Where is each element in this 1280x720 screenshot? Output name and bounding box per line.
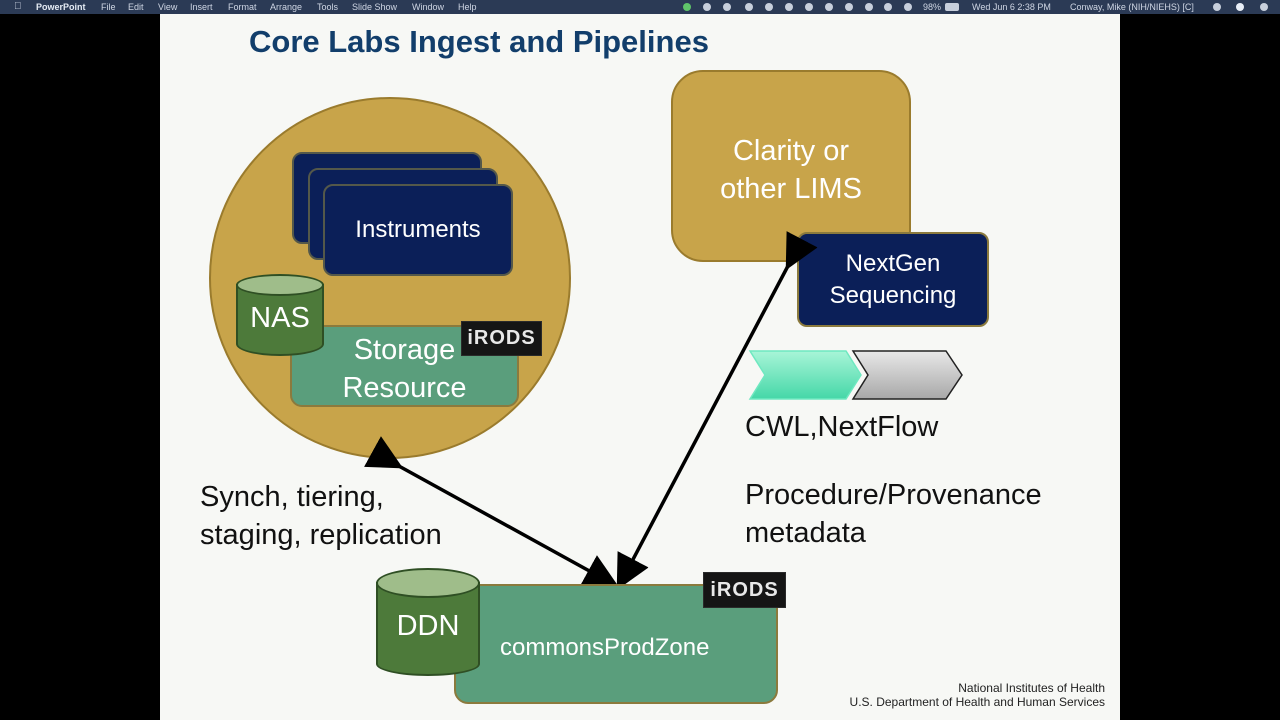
checkmark-icon[interactable]: [683, 3, 691, 11]
footer-line1: National Institutes of Health: [958, 681, 1105, 695]
menu-slide-show[interactable]: Slide Show: [352, 2, 398, 12]
clock[interactable]: Wed Jun 6 2:38 PM: [972, 2, 1051, 12]
battery-percent: 98%: [923, 2, 942, 12]
menu-view[interactable]: View: [158, 2, 178, 12]
metadata-label-line2: metadata: [745, 517, 866, 549]
shield-icon[interactable]: [825, 3, 833, 11]
apple-icon[interactable]: : [14, 0, 22, 14]
mac-menu-bar:  PowerPoint File Edit View Insert Forma…: [0, 0, 1280, 14]
wifi-icon[interactable]: [884, 3, 892, 11]
status-icon-4[interactable]: [765, 3, 773, 11]
diagram-connectors: [364, 231, 963, 591]
menu-tools[interactable]: Tools: [317, 2, 339, 12]
workflow-label: CWL,NextFlow: [745, 411, 939, 443]
ngs-label-line1: NextGen: [845, 250, 941, 277]
user-name[interactable]: Conway, Mike (NIH/NIEHS) [C]: [1070, 2, 1194, 12]
status-icon-5[interactable]: [785, 3, 793, 11]
ddn-cylinder: DDN: [376, 568, 480, 676]
storage-resource-box: Storage Resource: [290, 325, 519, 407]
status-icon-6[interactable]: [805, 3, 813, 11]
footer-line2: U.S. Department of Health and Human Serv…: [849, 695, 1105, 709]
ddn-label: DDN: [396, 610, 460, 642]
nextgen-sequencing-box: NextGen Sequencing: [797, 232, 989, 327]
battery-icon[interactable]: [945, 3, 959, 11]
instruments-box: Instruments: [323, 184, 513, 276]
workflow-chevron-1: [748, 350, 862, 400]
bluetooth-icon[interactable]: [865, 3, 873, 11]
irods-logo-zone: iRODS: [703, 572, 786, 608]
storage-label-line2: Resource: [342, 372, 467, 404]
lims-arrow: [616, 231, 818, 591]
nas-cylinder: NAS: [236, 274, 324, 358]
sync-arrow: [364, 436, 620, 588]
nas-cylinder-top: [236, 274, 324, 296]
irods-logo: iRODS: [461, 321, 542, 356]
status-icon-7[interactable]: [845, 3, 853, 11]
ddn-cylinder-top: [376, 568, 480, 598]
metadata-label-line1: Procedure/Provenance: [745, 479, 1042, 511]
status-icon-3[interactable]: [745, 3, 753, 11]
menu-insert[interactable]: Insert: [190, 2, 213, 12]
airplay-icon[interactable]: [904, 3, 912, 11]
lims-label-line2: other LIMS: [720, 173, 862, 205]
synch-label-line1: Synch, tiering,: [200, 481, 384, 513]
slide-title: Core Labs Ingest and Pipelines: [249, 24, 709, 59]
workflow-chevron-2: [851, 350, 963, 400]
presentation-slide: Core Labs Ingest and Pipelines Instrumen…: [160, 14, 1120, 720]
siri-icon[interactable]: [1236, 3, 1244, 11]
commons-prod-zone-box: commonsProdZone: [454, 584, 778, 704]
spotlight-search-icon[interactable]: [1213, 3, 1221, 11]
menu-arrange[interactable]: Arrange: [270, 2, 303, 12]
app-menu[interactable]: PowerPoint: [36, 2, 86, 12]
ngs-label-line2: Sequencing: [829, 282, 957, 309]
menu-window[interactable]: Window: [412, 2, 445, 12]
lims-box: Clarity or other LIMS: [671, 70, 911, 262]
nas-label: NAS: [250, 302, 310, 334]
menu-format[interactable]: Format: [228, 2, 257, 12]
lims-label-line1: Clarity or: [732, 135, 849, 167]
storage-label-line1: Storage: [353, 334, 456, 366]
nih-footer: National Institutes of Health U.S. Depar…: [850, 681, 1105, 709]
synch-label-line2: staging, replication: [200, 519, 442, 551]
status-icon-1[interactable]: [703, 3, 711, 11]
zone-label: commonsProdZone: [500, 634, 710, 661]
menu-help[interactable]: Help: [458, 2, 477, 12]
status-icon-2[interactable]: [723, 3, 731, 11]
menu-edit[interactable]: Edit: [128, 2, 144, 12]
notification-center-icon[interactable]: [1260, 3, 1268, 11]
menu-file[interactable]: File: [101, 2, 116, 12]
